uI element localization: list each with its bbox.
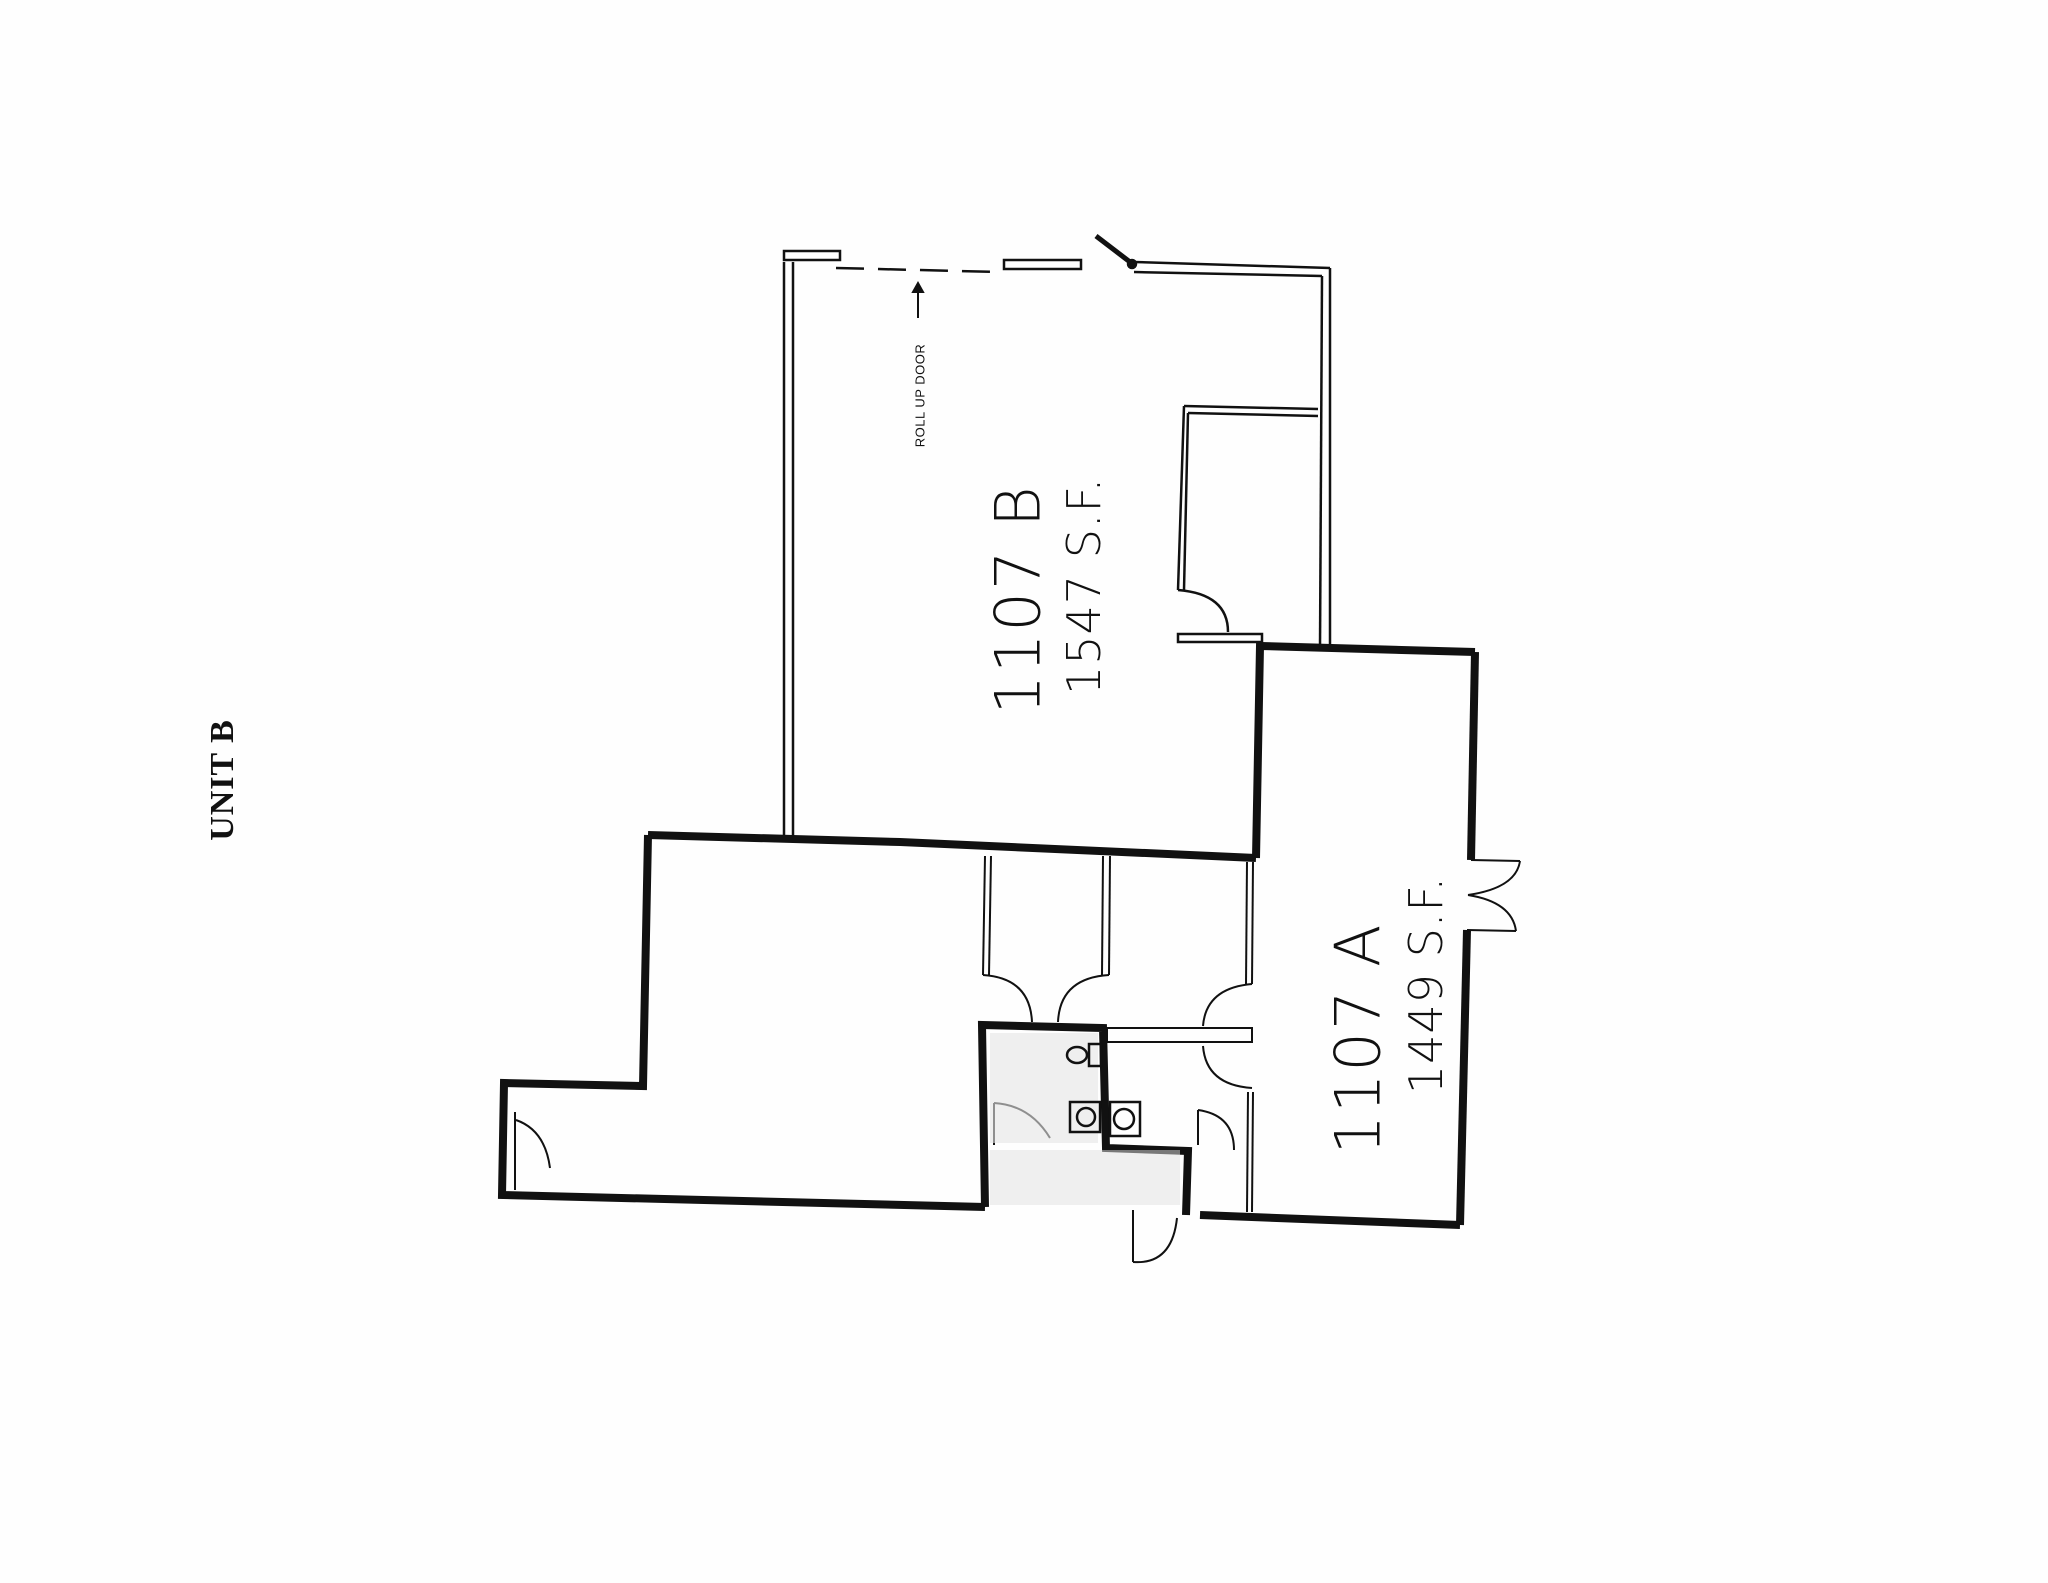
unit-1107b-label: 1107 B <box>981 484 1055 715</box>
interior-partitions <box>514 855 1254 1264</box>
unit-1107b-area: 1547 S.F. <box>1057 476 1111 695</box>
heavy-walls <box>497 641 1479 1229</box>
unit-1107a-label: 1107 A <box>1321 922 1395 1155</box>
sink-icon <box>1068 1100 1142 1138</box>
toilet-icon <box>1065 1042 1103 1068</box>
unit-1107b-walls <box>782 234 1332 840</box>
roll-up-door-arrow <box>911 280 925 318</box>
restroom <box>990 1033 1180 1205</box>
roll-up-door-label: ROLL UP DOOR <box>912 343 928 448</box>
double-entry-door <box>1466 859 1521 932</box>
unit-1107a-area: 1449 S.F. <box>1399 875 1453 1095</box>
